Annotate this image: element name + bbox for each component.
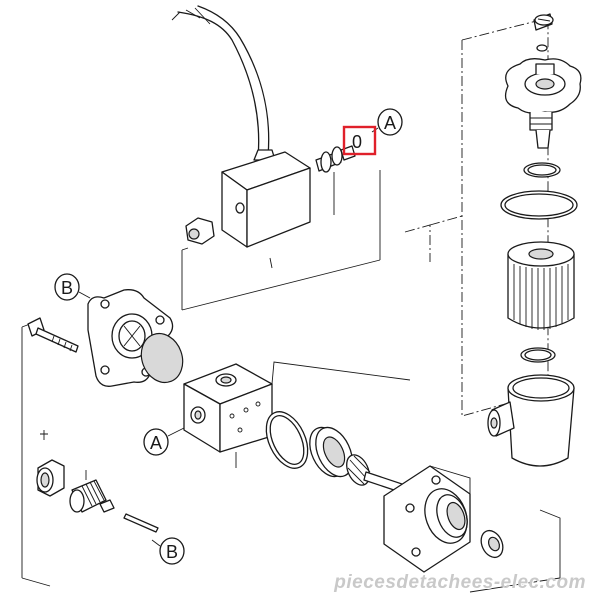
watermark-text: piecesdetachees-elec.com <box>334 572 586 593</box>
bushing <box>36 430 65 497</box>
callout-a-top-label: A <box>384 113 396 133</box>
highlighted-part-label: 0 <box>352 132 362 152</box>
pin <box>123 513 159 533</box>
filter-zone-boundary <box>404 17 549 417</box>
filter-pleats <box>513 264 569 330</box>
pump-housing <box>383 465 471 573</box>
callout-b-bottom: B <box>151 537 185 565</box>
filter-assembly <box>487 13 582 467</box>
bolt <box>27 317 79 353</box>
highlighted-part-marker: 0 <box>342 125 377 156</box>
callout-b-top: B <box>54 273 91 301</box>
callout-a-mid: A <box>143 427 185 456</box>
threaded-nipple <box>69 470 115 513</box>
bearing-ring <box>309 426 353 478</box>
membrane-disc <box>140 332 184 384</box>
o-ring-middle <box>265 411 309 469</box>
shaft-seal <box>480 529 504 559</box>
solenoid-valve <box>171 5 381 311</box>
callout-a-top: A <box>371 108 403 136</box>
callout-a-mid-label: A <box>150 433 162 453</box>
right-bracket <box>469 509 561 593</box>
callout-b-top-label: B <box>61 278 73 298</box>
callout-b-bottom-label: B <box>166 542 178 562</box>
valve-block <box>183 361 411 468</box>
